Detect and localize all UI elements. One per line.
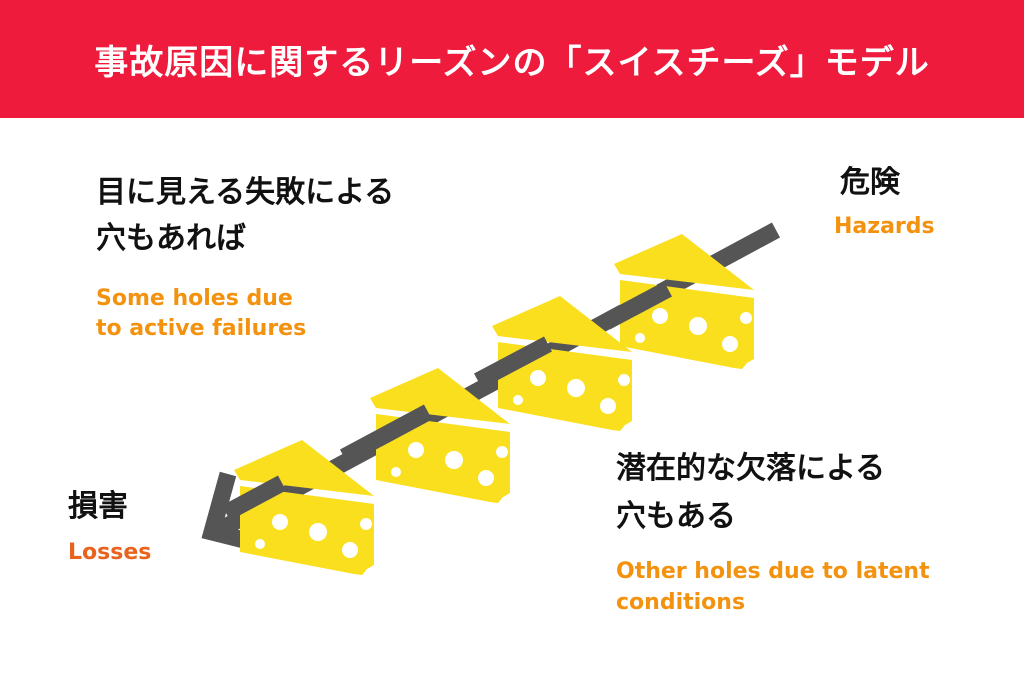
active-failures-en-line1: Some holes due: [96, 286, 293, 311]
losses-en-label: Losses: [68, 540, 152, 565]
cheese-top-face: [492, 296, 632, 352]
cheese-hole: [496, 446, 508, 458]
cheese-slice-icon: [370, 368, 510, 503]
latent-conditions-jp-line1: 潜在的な欠落による: [616, 451, 886, 486]
page-title: 事故原因に関するリーズンの「スイスチーズ」モデル: [94, 42, 930, 83]
cheese-slice-icon: [614, 234, 754, 369]
cheese-slice-icon: [492, 296, 632, 431]
header-banner: 事故原因に関するリーズンの「スイスチーズ」モデル: [0, 0, 1024, 118]
active-failures-jp-line1: 目に見える失敗による: [96, 175, 395, 210]
cheese-hole: [408, 442, 424, 458]
cheese-hole: [689, 317, 707, 335]
cheese-hole: [360, 518, 372, 530]
arrow-segment: [474, 336, 552, 389]
cheese-front-face: [240, 486, 374, 575]
cheese-hole: [478, 470, 494, 486]
losses-jp-label: 損害: [68, 489, 128, 524]
cheese-front-face: [498, 342, 632, 431]
cheese-top-face: [614, 234, 754, 290]
active-failures-en-line2: to active failures: [96, 316, 307, 341]
cheese-top-face: [370, 368, 510, 424]
cheese-hole: [618, 374, 630, 386]
cheese-hole: [740, 312, 752, 324]
cheese-hole: [513, 395, 523, 405]
latent-conditions-jp-line2: 穴もある: [616, 499, 736, 534]
cheese-hole: [391, 467, 401, 477]
latent-conditions-en-line2: conditions: [616, 590, 746, 615]
cheese-hole: [567, 379, 585, 397]
cheese-hole: [255, 539, 265, 549]
arrow-segment: [221, 475, 287, 521]
hazards-jp-label: 危険: [840, 165, 900, 200]
cheese-hole: [342, 542, 358, 558]
cheese-front-face: [376, 414, 510, 503]
cheese-hole: [722, 336, 738, 352]
cheese-hole: [272, 514, 288, 530]
cheese-hole: [309, 523, 327, 541]
cheese-hole: [652, 308, 668, 324]
cheese-hole: [635, 333, 645, 343]
hazards-en-label: Hazards: [834, 214, 935, 239]
active-failures-jp-line2: 穴もあれば: [96, 221, 246, 256]
cheese-hole: [530, 370, 546, 386]
cheese-hole: [445, 451, 463, 469]
latent-conditions-en-line1: Other holes due to latent: [616, 559, 930, 584]
cheese-front-face: [620, 280, 754, 369]
cheese-hole: [600, 398, 616, 414]
arrow-segment: [602, 281, 672, 330]
arrow-segment: [339, 404, 433, 465]
